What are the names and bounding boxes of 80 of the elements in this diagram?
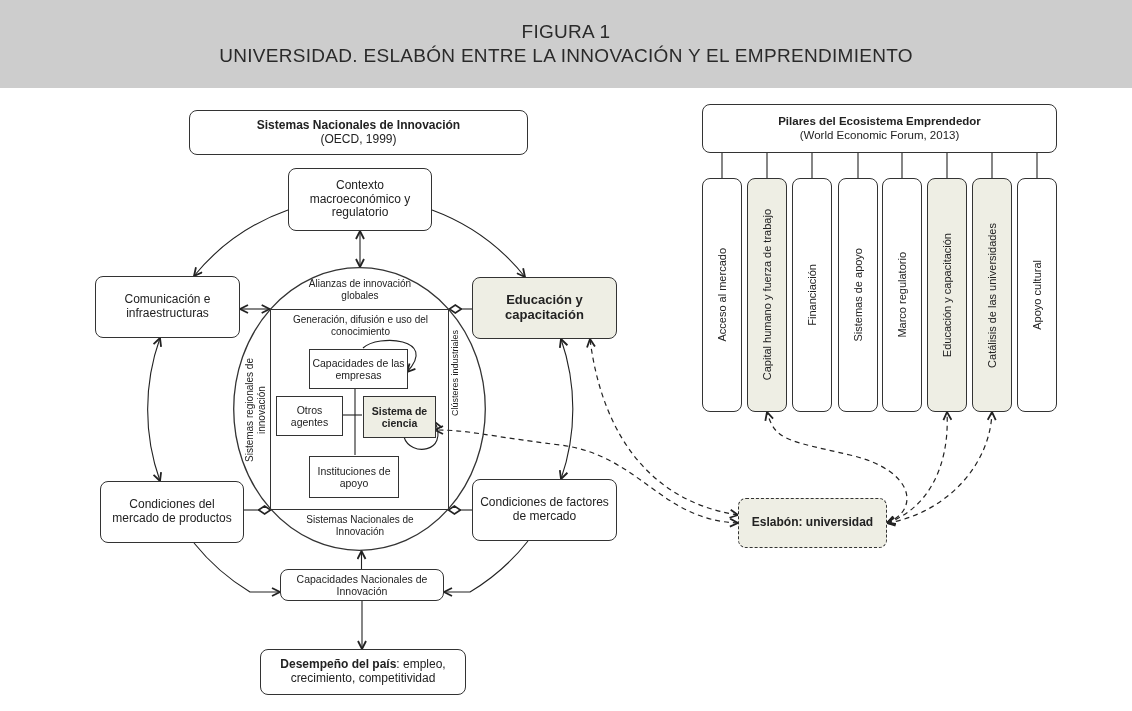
rounded-box [95, 276, 240, 338]
label-text: Generación, difusión e uso del conocimiento [291, 314, 430, 337]
pillar-box [1017, 178, 1057, 412]
arrow [431, 209, 526, 278]
arrow [362, 339, 417, 373]
label-text: Acceso al mercado [715, 248, 729, 342]
rounded-box [472, 277, 617, 339]
rounded-box [260, 649, 466, 695]
connector-line [354, 387, 356, 456]
connector-line [766, 152, 768, 179]
label-text: Contexto macroeconómico y regulatorio [308, 178, 412, 221]
label-text: Capital humano y fuerza de trabajo [760, 209, 774, 381]
arrow [147, 337, 163, 482]
label-text: Capacidades Nacionales de Innovación [295, 572, 429, 598]
label-text: Catálisis de las universidades [985, 222, 999, 368]
rounded-box [280, 569, 444, 601]
label-text: Condiciones de factores de mercado [479, 496, 610, 524]
connector-line [901, 152, 903, 179]
connector-line [991, 152, 993, 179]
connector-line [811, 152, 813, 179]
pillar-box [702, 178, 742, 412]
connector-line [721, 152, 723, 179]
pillar-box [972, 178, 1012, 412]
arrow [356, 550, 367, 570]
rounded-box [100, 481, 244, 543]
label-text: (World Economic Forum, 2013) [799, 128, 960, 142]
label-text: Apoyo cultural [1030, 260, 1044, 330]
rounded-box [472, 479, 617, 541]
label-text: Otros agentes [289, 403, 330, 429]
heading-text: Sistema de ciencia [370, 404, 429, 430]
label-text: Sistemas regionales de innovación [244, 357, 267, 464]
pillar-box [747, 178, 787, 412]
heading-text: Pilares del Ecosistema Emprendedor [778, 115, 981, 129]
dashed-arrow [434, 425, 739, 527]
arrow [443, 540, 529, 597]
pillar-box [792, 178, 832, 412]
arrow [193, 542, 281, 597]
label-text: Sistemas Nacionales de Innovación [305, 514, 415, 537]
label-text: Marco regulatorio [895, 252, 909, 338]
arrow [558, 338, 574, 480]
pillar-box [882, 178, 922, 412]
box [309, 456, 399, 498]
label-text: Instituciones de apoyo [316, 464, 392, 490]
heading-text: Sistemas Nacionales de Innovación [256, 118, 461, 133]
pillar-box [927, 178, 967, 412]
connector-line [341, 414, 363, 416]
figure-title: UNIVERSIDAD. ESLABÓN ENTRE LA INNOVACIÓN Y EL EMPRENDIMIENTO [219, 45, 913, 67]
figure-number: FIGURA 1 [521, 21, 611, 43]
label-text: Desempeño del país: empleo, crecimiento, competitividad [279, 658, 447, 686]
arrow [355, 230, 365, 268]
label-text: Condiciones del mercado de productos [111, 498, 233, 526]
label-text: Capacidades de las empresas [312, 356, 405, 382]
label-text: Educación y capacitación [940, 232, 954, 358]
arrow [193, 209, 289, 277]
connector-line [1036, 152, 1038, 179]
rounded-box [288, 168, 432, 231]
box [309, 349, 408, 389]
rounded-box [189, 110, 528, 155]
label-text: Comunicación e infraestructuras [123, 293, 212, 321]
label-text: (OECD, 1999) [320, 132, 397, 147]
box [363, 396, 436, 438]
rounded-box [702, 104, 1057, 153]
box [276, 396, 343, 436]
heading-text: Eslabón: universidad [751, 516, 874, 530]
heading-text: Educación y capacitación [504, 293, 585, 323]
dashed-arrow [586, 338, 739, 519]
label-text: Sistemas de apoyo [851, 248, 865, 342]
label-text: Alianzas de innovación globales [307, 278, 413, 301]
label-text: Financiación [805, 264, 819, 326]
rounded-box [738, 498, 887, 548]
label-text: Clústeres industriales [450, 329, 461, 419]
arrow [357, 600, 367, 650]
square-frame [270, 309, 449, 510]
dashed-arrow [886, 411, 997, 527]
arrow [239, 304, 271, 314]
connector-line [857, 152, 859, 179]
arrow [403, 421, 443, 450]
pillar-box [838, 178, 878, 412]
dashed-arrow [886, 411, 952, 525]
connector-line [946, 152, 948, 179]
